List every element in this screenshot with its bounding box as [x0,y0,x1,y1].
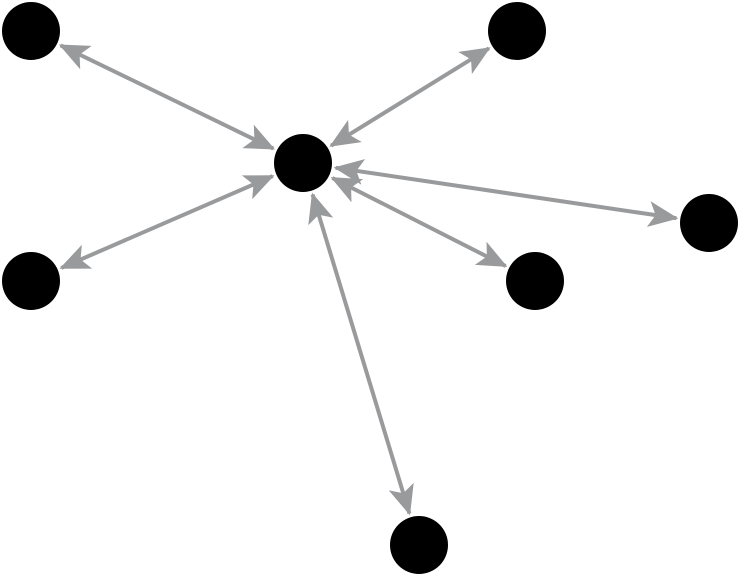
edge-hub-top-left [58,43,276,151]
edge-hub-middle-left [59,174,275,270]
node-right [680,194,738,252]
node-middle-left [2,252,60,310]
edge-hub-bottom [308,192,414,516]
edge-hub-right [333,159,679,227]
node-bottom [390,516,448,574]
edge-hub-middle-right [330,176,508,268]
node-middle-right [506,252,564,310]
edges-layer [58,43,679,516]
node-top-left [2,2,60,60]
node-top-right [488,2,546,60]
hub-node [274,134,332,192]
edge-hub-top-right [329,46,491,148]
